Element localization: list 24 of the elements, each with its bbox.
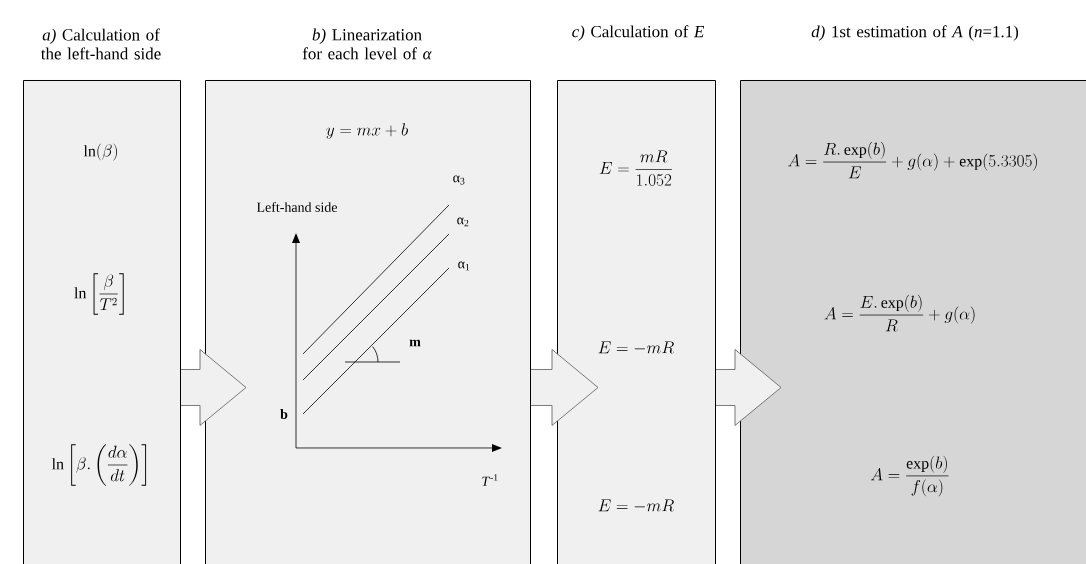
block-arrow	[180, 349, 247, 426]
slope-label: m	[409, 339, 421, 347]
formula: $\ln\left[\beta.\left(\frac{d\alpha}{dt}\right)\right]$	[51, 444, 147, 486]
formula: $\ln\left[\frac{\beta}{T^{2}}\right]$	[74, 273, 124, 315]
formula: $E=-mR$	[598, 499, 675, 512]
formula: $A=\frac{E.\exp(b)}{R}+g(\alpha)$	[824, 294, 975, 332]
formula: $E=\frac{mR}{1.052}$	[599, 150, 672, 186]
formula: $y=mx+b$	[326, 123, 408, 139]
formula: $A=\frac{\exp(b)}{f(\alpha)}$	[870, 455, 949, 497]
line-label: α$_{2}$	[457, 217, 469, 227]
formula: $A=\frac{R.\exp(b)}{E}+g(\alpha)+\exp(5.3305)$	[788, 141, 1037, 179]
axis-label: Left-hand side	[256, 202, 337, 212]
intercept-label: b	[280, 409, 288, 419]
block-arrow	[530, 349, 599, 426]
panel-heading: d) 1st estimation of A (n=1.1)	[811, 25, 1019, 41]
panel-heading: c) Calculation of E	[572, 25, 705, 41]
axis-label: T$^{-1}$	[482, 474, 498, 486]
line-label: α$_{3}$	[453, 175, 465, 185]
block-arrow	[715, 349, 782, 426]
panel-heading: b) Linearization for each level of α	[302, 28, 432, 60]
line-label: α$_{1}$	[458, 261, 470, 271]
formula: $E=-mR$	[598, 341, 675, 354]
formula: $\ln(\beta)$	[83, 143, 117, 161]
panel-heading: a) Calculation of the left-hand side	[41, 28, 161, 60]
